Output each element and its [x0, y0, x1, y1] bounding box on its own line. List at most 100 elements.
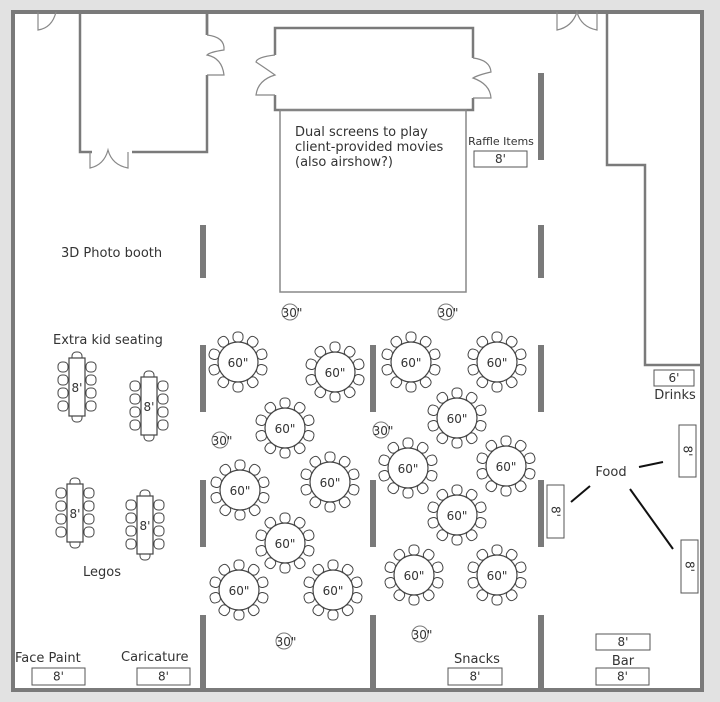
food-table-right-top[interactable]: 8' [678, 424, 697, 478]
table-top [476, 341, 518, 383]
round-table-30[interactable]: 30" [437, 303, 459, 321]
food-pointer-line [638, 461, 664, 468]
snacks-table[interactable]: 8' [447, 667, 503, 686]
chair-icon [402, 487, 414, 499]
chair-icon [157, 393, 169, 405]
chair-icon [129, 393, 141, 405]
round-table-60[interactable]: 60" [427, 484, 487, 546]
door-left-room-side-icon [205, 34, 225, 76]
caricature-table[interactable]: 8' [136, 667, 191, 686]
chair-icon [234, 459, 246, 471]
table-size-label: 60" [447, 412, 468, 426]
chair-icon [125, 512, 137, 524]
round-table-60[interactable]: 60" [467, 544, 527, 606]
round-table-60[interactable]: 60" [209, 559, 269, 621]
kid-table-8ft[interactable]: 8' [55, 477, 95, 549]
table-top [219, 469, 261, 511]
chair-icon [451, 534, 463, 546]
table-top [31, 667, 86, 686]
kid-table-8ft[interactable]: 8' [129, 370, 169, 442]
table-top [372, 421, 390, 439]
table-top [211, 431, 229, 449]
face-paint-table[interactable]: 8' [31, 667, 86, 686]
chair-icon [157, 406, 169, 418]
table-top [136, 495, 154, 555]
table-top [411, 625, 429, 643]
table-top [314, 351, 356, 393]
round-table-60[interactable]: 60" [384, 544, 444, 606]
food-table-left[interactable]: 8' [546, 484, 565, 539]
drinks-table[interactable]: 6' [653, 369, 695, 387]
chair-icon [405, 331, 417, 343]
chair-icon [451, 484, 463, 496]
chair-icon [125, 525, 137, 537]
table-size-label: 60" [401, 356, 422, 370]
photo-booth-label: 3D Photo booth [61, 246, 162, 261]
divider-wall [200, 225, 206, 278]
bar-table-bottom[interactable]: 8' [595, 667, 650, 686]
door-top-left-icon [37, 11, 57, 31]
chair-icon [55, 526, 67, 538]
chair-icon [324, 451, 336, 463]
table-top [275, 632, 293, 650]
chair-icon [451, 387, 463, 399]
round-table-60[interactable]: 60" [255, 512, 315, 574]
round-table-60[interactable]: 60" [210, 459, 270, 521]
table-top [217, 341, 259, 383]
round-table-60[interactable]: 60" [255, 397, 315, 459]
table-top [264, 407, 306, 449]
chair-icon [329, 391, 341, 403]
table-top [485, 445, 527, 487]
table-top [387, 447, 429, 489]
table-size-label: 60" [325, 366, 346, 380]
chair-icon [85, 374, 97, 386]
table-top [218, 569, 260, 611]
chair-icon [85, 361, 97, 373]
round-table-60[interactable]: 60" [300, 451, 360, 513]
food-table-right-bottom[interactable]: 8' [680, 539, 699, 594]
round-table-60[interactable]: 60" [378, 437, 438, 499]
chair-icon [232, 331, 244, 343]
divider-wall [370, 480, 376, 547]
bar-table-top[interactable]: 8' [595, 633, 651, 651]
chair-icon [500, 485, 512, 497]
chair-icon [55, 487, 67, 499]
bar-label: Bar [612, 654, 635, 669]
chair-icon [491, 594, 503, 606]
table-top [66, 483, 84, 543]
table-size-label: 30" [373, 424, 394, 438]
table-top [595, 667, 650, 686]
round-table-60[interactable]: 60" [305, 341, 365, 403]
round-table-30[interactable]: 30" [211, 431, 233, 449]
chair-icon [55, 513, 67, 525]
round-table-30[interactable]: 30" [281, 303, 303, 321]
table-size-label: 30" [438, 306, 459, 320]
table-top [546, 484, 565, 539]
raffle-table[interactable]: 8' [473, 150, 528, 168]
food-pointer-line [570, 485, 591, 503]
chair-icon [451, 437, 463, 449]
kid-table-8ft[interactable]: 8' [57, 351, 97, 423]
screens-label-line1: Dual screens to play [295, 125, 428, 140]
round-table-30[interactable]: 30" [275, 632, 297, 650]
table-size-label: 60" [230, 484, 251, 498]
chair-icon [329, 341, 341, 353]
round-table-60[interactable]: 60" [427, 387, 487, 449]
table-size-label: 60" [320, 476, 341, 490]
round-table-60[interactable]: 60" [208, 331, 268, 393]
round-table-30[interactable]: 30" [411, 625, 433, 643]
chair-icon [153, 499, 165, 511]
chair-icon [279, 397, 291, 409]
kid-table-8ft[interactable]: 8' [125, 489, 165, 561]
round-table-30[interactable]: 30" [372, 421, 394, 439]
divider-wall [538, 345, 544, 412]
round-table-60[interactable]: 60" [476, 435, 536, 497]
chair-icon [232, 381, 244, 393]
chair-icon [279, 512, 291, 524]
drinks-label: Drinks [654, 388, 696, 403]
chair-icon [402, 437, 414, 449]
round-table-60[interactable]: 60" [303, 559, 363, 621]
round-table-60[interactable]: 60" [467, 331, 527, 393]
round-table-60[interactable]: 60" [381, 331, 441, 393]
